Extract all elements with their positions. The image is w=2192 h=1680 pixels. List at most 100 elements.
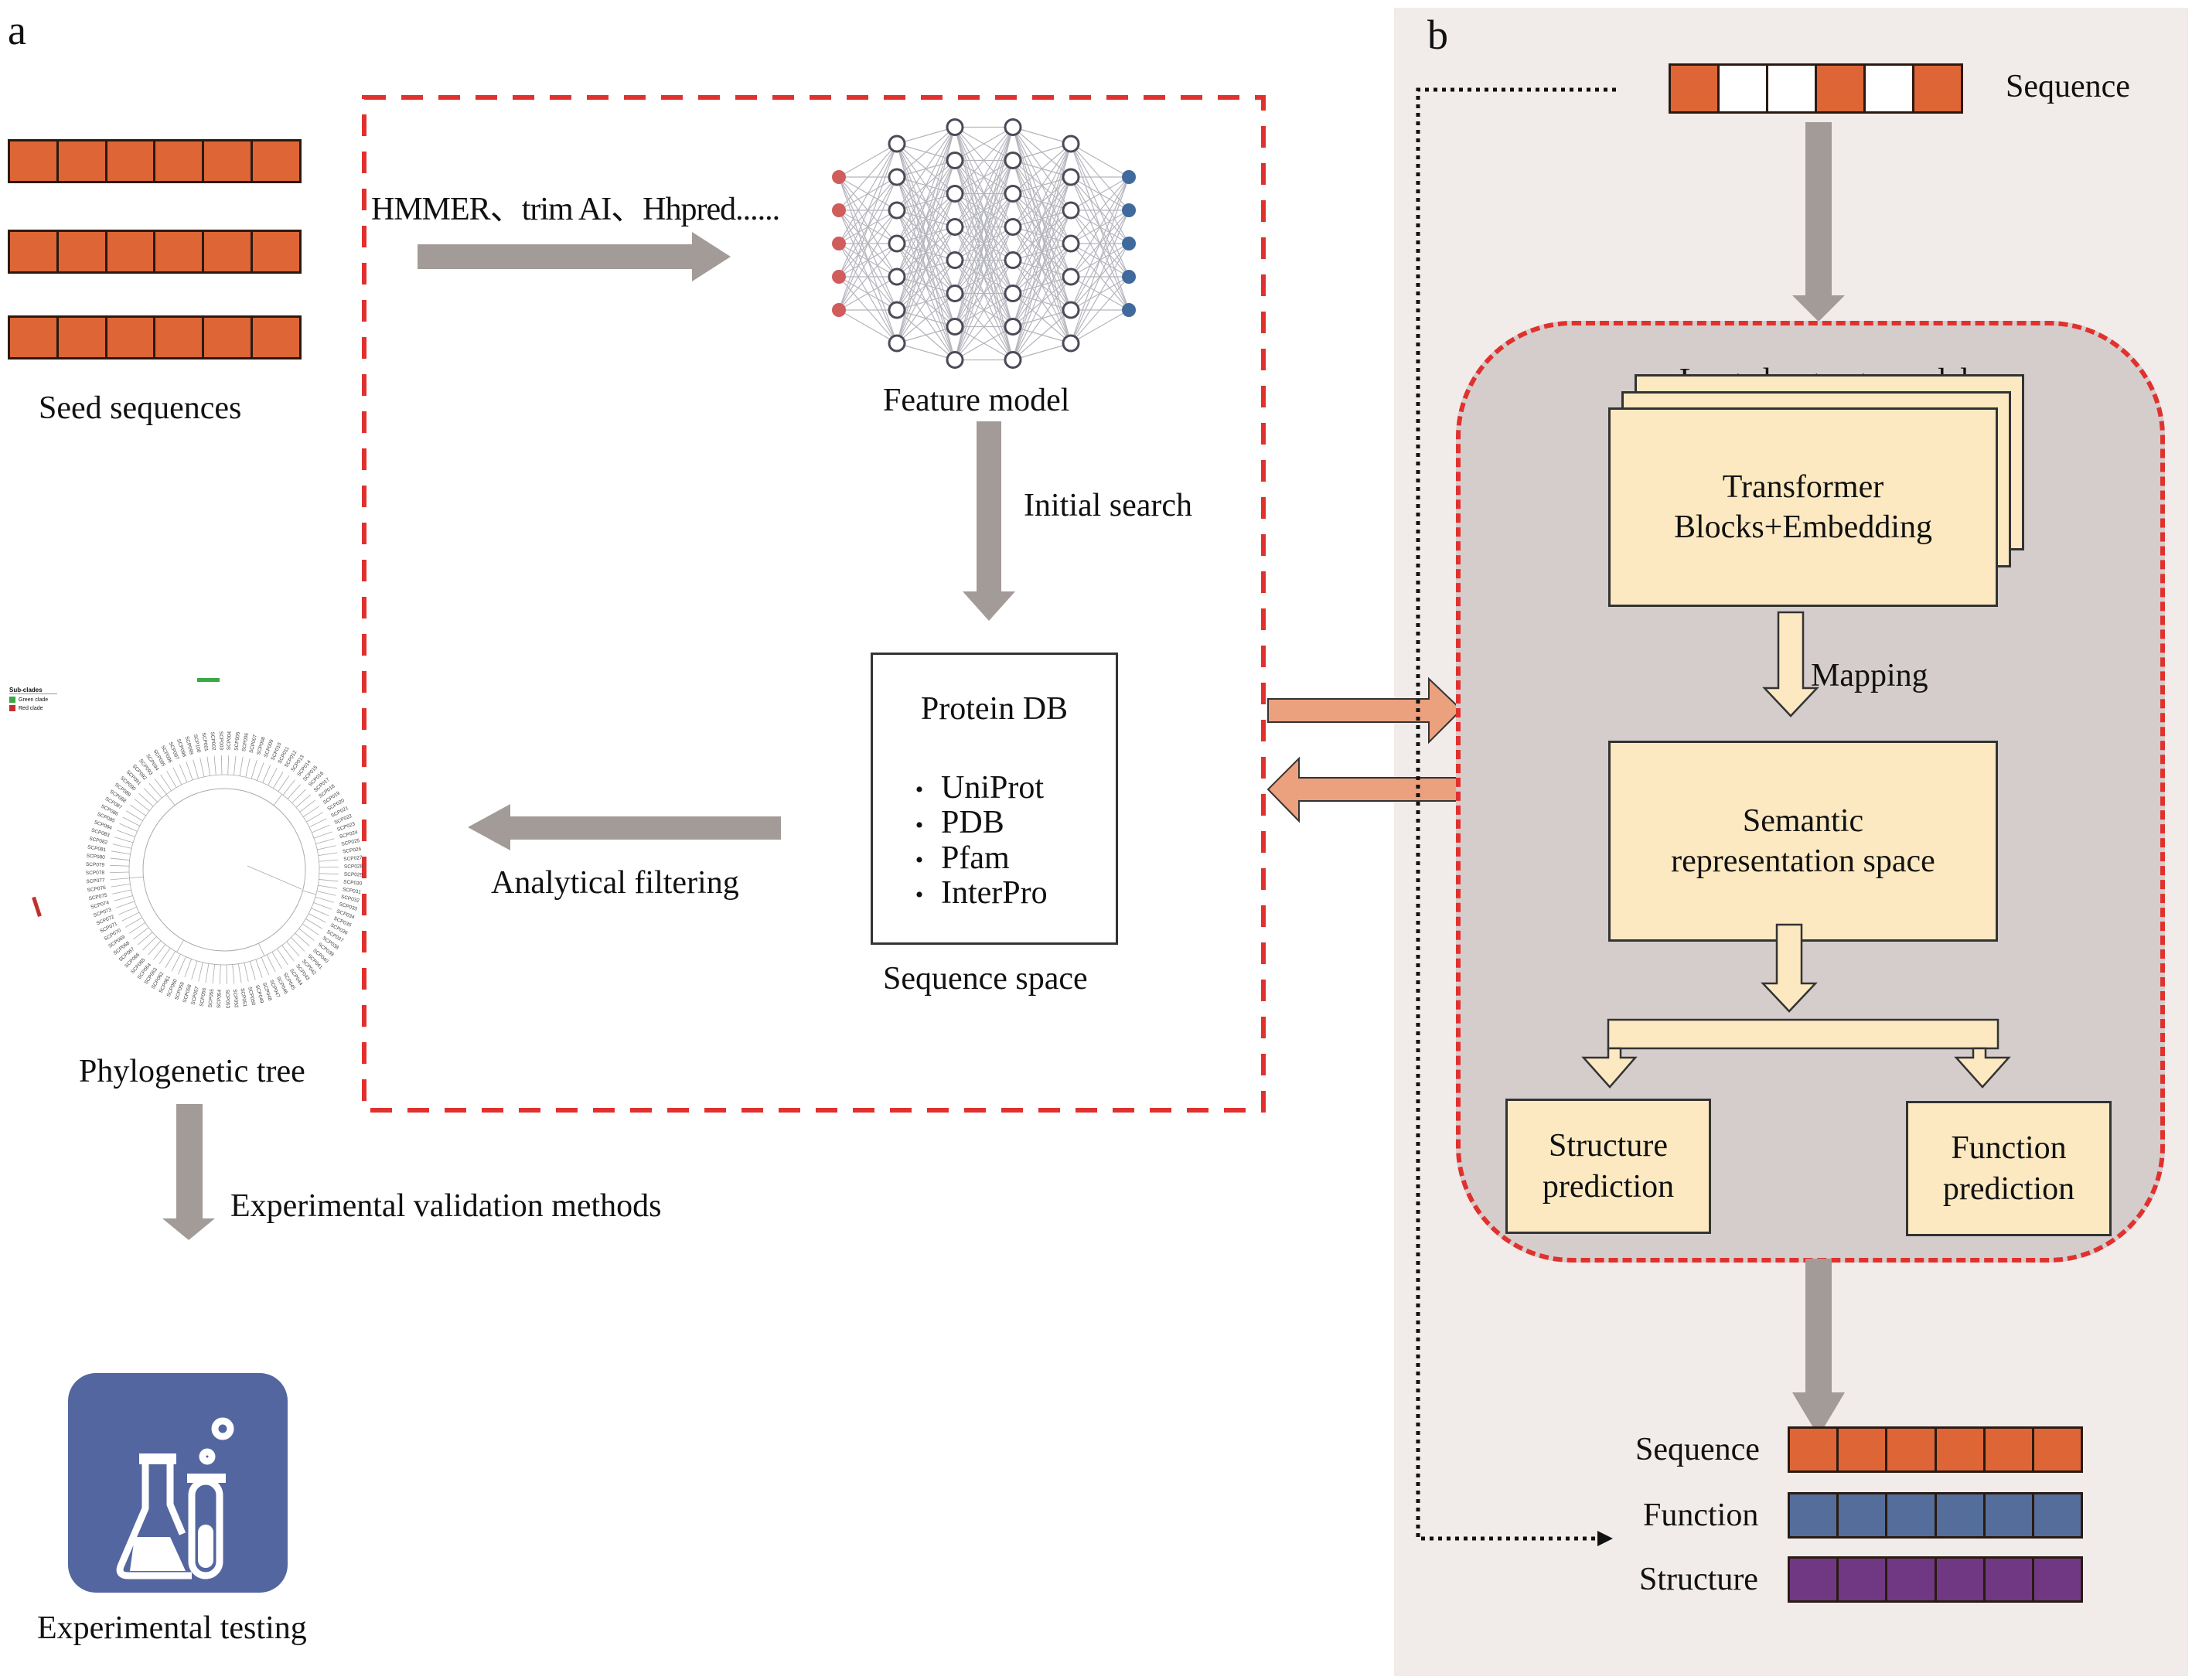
network-edge xyxy=(1070,243,1130,344)
tree-leaf-label: SCP079 xyxy=(86,862,105,868)
tree-leaf-branch xyxy=(159,948,171,965)
tree-leaf-branch xyxy=(119,823,138,832)
tree-leaf-branch xyxy=(114,895,133,901)
network-edge xyxy=(1070,176,1130,278)
tree-leaf-branch xyxy=(261,957,270,976)
protein-db-item: Pfam xyxy=(898,840,1048,876)
tree-leaf-branch xyxy=(116,901,135,908)
sequence-cell xyxy=(1985,1494,2034,1536)
sequence-cell xyxy=(1768,66,1817,111)
tree-clade-spoke xyxy=(165,794,176,806)
tree-leaf-branch xyxy=(205,963,210,983)
sequence-cell xyxy=(155,318,205,357)
network-edge xyxy=(954,193,1014,360)
arrow-to-feature-model xyxy=(418,232,731,281)
hidden-node xyxy=(1062,168,1080,186)
tree-leaf-branch xyxy=(313,831,332,839)
tree-leaf-branch xyxy=(318,852,338,857)
network-edge xyxy=(954,127,1014,227)
network-edge xyxy=(1070,309,1130,344)
network-edge xyxy=(1012,143,1072,261)
network-edge xyxy=(954,160,1014,360)
hidden-node xyxy=(1004,251,1022,269)
input-node xyxy=(832,270,846,284)
hidden-node xyxy=(888,234,906,253)
tree-leaf-branch xyxy=(138,932,153,946)
tree-leaf-branch xyxy=(165,951,176,969)
network-edge xyxy=(838,176,898,311)
tree-leaf-branch xyxy=(199,758,205,777)
lab-flask-icon xyxy=(68,1373,288,1593)
tree-leaf-branch xyxy=(311,908,329,917)
network-edge xyxy=(1012,143,1072,327)
legend-item-green: Green clade xyxy=(9,697,57,703)
input-node xyxy=(832,303,846,317)
network-edge xyxy=(896,126,956,145)
panel-b-label: b xyxy=(1427,12,1448,58)
seed-sequence-row xyxy=(8,139,302,183)
network-edge xyxy=(954,127,1014,294)
tree-leaf-branch xyxy=(118,906,137,915)
output-bar-structure xyxy=(1788,1556,2083,1603)
network-edge xyxy=(1012,342,1072,361)
sequence-cell xyxy=(1887,1429,1937,1470)
hidden-node xyxy=(1004,285,1022,302)
tree-leaf-branch xyxy=(245,758,251,778)
sequence-cell xyxy=(1790,1559,1839,1600)
network-edge xyxy=(838,143,898,311)
tree-leaf-label: SCP052 xyxy=(232,989,239,1008)
hidden-node xyxy=(1004,152,1022,169)
network-edge xyxy=(954,227,1014,360)
network-edge xyxy=(1070,210,1130,344)
tree-inner-ring xyxy=(142,788,306,952)
tree-leaf-branch xyxy=(110,877,130,881)
network-edge xyxy=(896,127,956,311)
network-edge xyxy=(838,309,898,344)
sequence-cell xyxy=(1985,1559,2034,1600)
network-edge xyxy=(1012,143,1072,162)
tree-leaf-branch xyxy=(309,913,326,923)
network-edge xyxy=(1012,143,1072,294)
tree-leaf-branch xyxy=(237,963,242,983)
hidden-node xyxy=(888,135,906,153)
sequence-cell xyxy=(1914,66,1961,111)
tree-leaf-branch xyxy=(255,959,263,978)
network-edge xyxy=(838,143,898,244)
tree-legend: Sub-clades Green clade Red clade xyxy=(9,687,57,711)
sequence-cell xyxy=(1671,66,1720,111)
mapping-label: Mapping xyxy=(1811,658,1928,693)
network-edge xyxy=(954,127,1014,194)
sequence-cell xyxy=(253,232,299,271)
sequence-cell xyxy=(1790,1494,1839,1536)
tree-leaf-label: SCP006 xyxy=(241,732,250,751)
tree-leaf-label: SCP056 xyxy=(199,987,207,1007)
tree-leaf-branch xyxy=(121,912,140,922)
seed-sequence-row xyxy=(8,230,302,274)
network-edge xyxy=(896,127,956,178)
tree-leaf-label: SCP029 xyxy=(344,872,363,878)
network-edge xyxy=(838,243,898,311)
arrow-analytical-filtering xyxy=(468,804,781,850)
network-edge xyxy=(838,143,898,278)
tree-leaf-branch xyxy=(291,789,306,803)
sequence-cell xyxy=(155,232,205,271)
hidden-node xyxy=(946,218,964,236)
network-edge xyxy=(954,325,1014,361)
tree-leaf-branch xyxy=(273,771,284,789)
network-edge xyxy=(896,127,956,244)
sequence-cell xyxy=(253,141,299,181)
tree-leaf-branch xyxy=(302,923,319,935)
tree-leaf-label: SCP026 xyxy=(343,847,362,855)
sequence-cell xyxy=(1936,1429,1986,1470)
sequence-cell xyxy=(10,318,59,357)
tree-leaf-branch xyxy=(134,799,150,812)
sequence-cell xyxy=(1936,1494,1986,1536)
arrow-to-structure xyxy=(1581,1047,1638,1089)
initial-search-label: Initial search xyxy=(1024,488,1193,523)
network-edge xyxy=(838,210,898,311)
tree-leaf-branch xyxy=(110,857,130,860)
protein-db-list: UniProtPDBPfamInterPro xyxy=(898,770,1048,911)
tree-leaf-branch xyxy=(306,812,324,823)
tree-leaf-label: SCP031 xyxy=(342,887,361,895)
network-edge xyxy=(896,342,956,361)
